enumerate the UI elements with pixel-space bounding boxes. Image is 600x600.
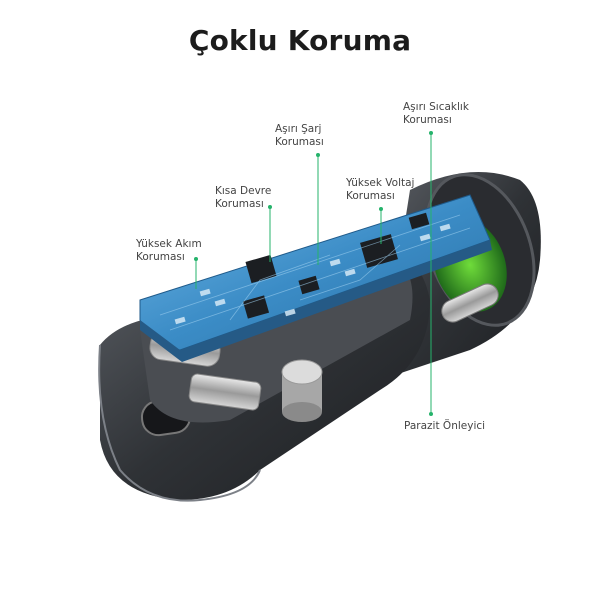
pointer-dot <box>429 131 433 135</box>
pointer-dot <box>316 153 320 157</box>
label-overheat: Aşırı Sıcaklık Koruması <box>403 101 469 126</box>
page-title: Çoklu Koruma <box>188 24 412 57</box>
label-high-voltage: Yüksek Voltaj Koruması <box>346 177 415 202</box>
pointer-dot <box>268 205 272 209</box>
label-high-current: Yüksek Akım Koruması <box>136 238 202 263</box>
label-short-circuit: Kısa Devre Koruması <box>215 185 272 210</box>
pointer-dot <box>379 207 383 211</box>
label-interference: Parazit Önleyici <box>404 420 486 432</box>
pointer-dot <box>429 412 433 416</box>
pointer-dot <box>194 257 198 261</box>
label-overcharge: Aşırı Şarj Koruması <box>275 123 324 148</box>
